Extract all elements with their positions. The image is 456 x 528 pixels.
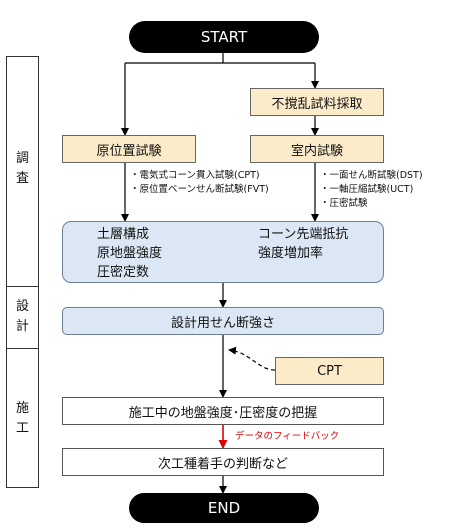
phase-survey: 調 査	[6, 56, 39, 288]
end-terminal: END	[129, 493, 319, 523]
phase-construction: 施 工	[6, 348, 39, 488]
phase-design: 設 計	[6, 286, 39, 350]
in-situ-item: ・電気式コーン貫入試験(CPT)	[130, 170, 260, 181]
sampling-box: 不撹乱試料採取	[250, 88, 384, 116]
result-item: 土層構成	[97, 227, 150, 242]
results-box: 土層構成 原地盤強度 圧密定数 コーン先端抵抗 強度増加率	[62, 221, 384, 283]
result-item: 強度増加率	[258, 246, 324, 261]
cpt-dashed-arrow	[228, 346, 276, 371]
in-situ-item: ・原位置ベーンせん断試験(FVT)	[130, 184, 269, 195]
feedback-label: データのフィードバック	[235, 431, 340, 442]
in-situ-test-box: 原位置試験	[62, 135, 196, 163]
lab-test-box: 室内試験	[250, 135, 384, 163]
phase-construction-label: 施 工	[15, 401, 29, 436]
next-decision-box: 次工種着手の判断など	[62, 448, 384, 476]
result-item: コーン先端抵抗	[258, 227, 349, 242]
construction-grasp-box: 施工中の地盤強度･圧密度の把握	[62, 397, 384, 425]
result-item: 原地盤強度	[97, 246, 163, 261]
cpt-box: CPT	[275, 357, 384, 385]
design-strength-box: 設計用せん断強さ	[62, 307, 384, 335]
phase-survey-label: 調 査	[15, 151, 29, 186]
results-left-list: 土層構成 原地盤強度 圧密定数	[97, 225, 162, 282]
in-situ-item-list: ・電気式コーン貫入試験(CPT) ・原位置ベーンせん断試験(FVT)	[130, 169, 269, 197]
lab-item-list: ・一面せん断試験(DST) ・一軸圧縮試験(UCT) ・圧密試験	[320, 169, 423, 211]
lab-item: ・一軸圧縮試験(UCT)	[320, 184, 414, 195]
lab-item: ・圧密試験	[320, 198, 368, 209]
lab-item: ・一面せん断試験(DST)	[320, 170, 423, 181]
results-right-list: コーン先端抵抗 強度増加率	[258, 225, 348, 263]
start-terminal: START	[129, 21, 319, 53]
phase-design-label: 設 計	[15, 299, 29, 334]
result-item: 圧密定数	[97, 265, 150, 280]
